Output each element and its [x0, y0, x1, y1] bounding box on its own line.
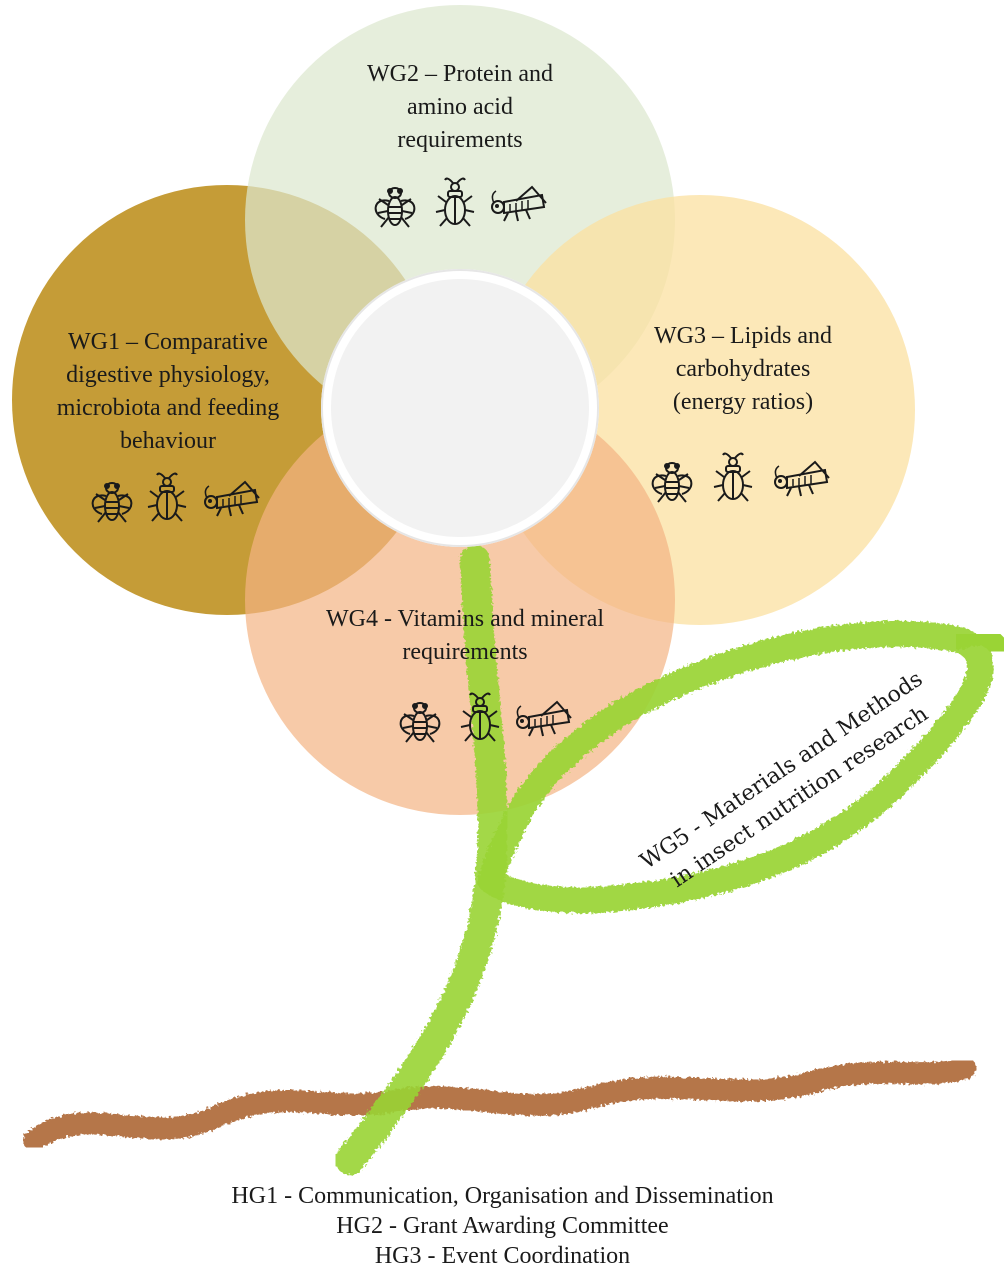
wg1-label-line3: microbiota and feeding	[56, 395, 280, 421]
wg2-label: WG2 – Protein and amino acid requirement…	[320, 58, 600, 157]
leaf-tail	[950, 625, 1005, 660]
wg3-label-line2: carbohydrates	[675, 356, 811, 382]
hg3-label: HG3 - Event Coordination	[374, 1243, 631, 1269]
leaf	[477, 620, 994, 914]
wg3-label-line1: WG3 – Lipids and	[654, 323, 832, 349]
wg3-label: WG3 – Lipids and carbohydrates (energy r…	[618, 320, 868, 419]
hg1-label: HG1 - Communication, Organisation and Di…	[231, 1183, 774, 1209]
flower-center	[321, 269, 599, 547]
wg2-label-line2: amino acid	[407, 94, 513, 120]
wg5-label-line1: WG5 - Materials and Methods	[636, 667, 927, 875]
soil-line	[23, 1057, 976, 1151]
wg2-label-line1: WG2 – Protein and	[367, 61, 553, 87]
wg1-label-line1: WG1 – Comparative	[68, 329, 268, 355]
wg3-label-line3: (energy ratios)	[672, 389, 814, 415]
wg1-label: WG1 – Comparative digestive physiology, …	[18, 326, 318, 458]
wg1-label-line4: behaviour	[120, 428, 216, 454]
hg2-label: HG2 - Grant Awarding Committee	[336, 1213, 669, 1239]
wg4-label-line2: requirements	[402, 639, 528, 665]
wg2-label-line3: requirements	[397, 127, 523, 153]
wg4-label: WG4 - Vitamins and mineral requirements	[290, 603, 640, 669]
wg4-label-line1: WG4 - Vitamins and mineral	[325, 606, 605, 632]
wg1-label-line2: digestive physiology,	[66, 362, 270, 388]
